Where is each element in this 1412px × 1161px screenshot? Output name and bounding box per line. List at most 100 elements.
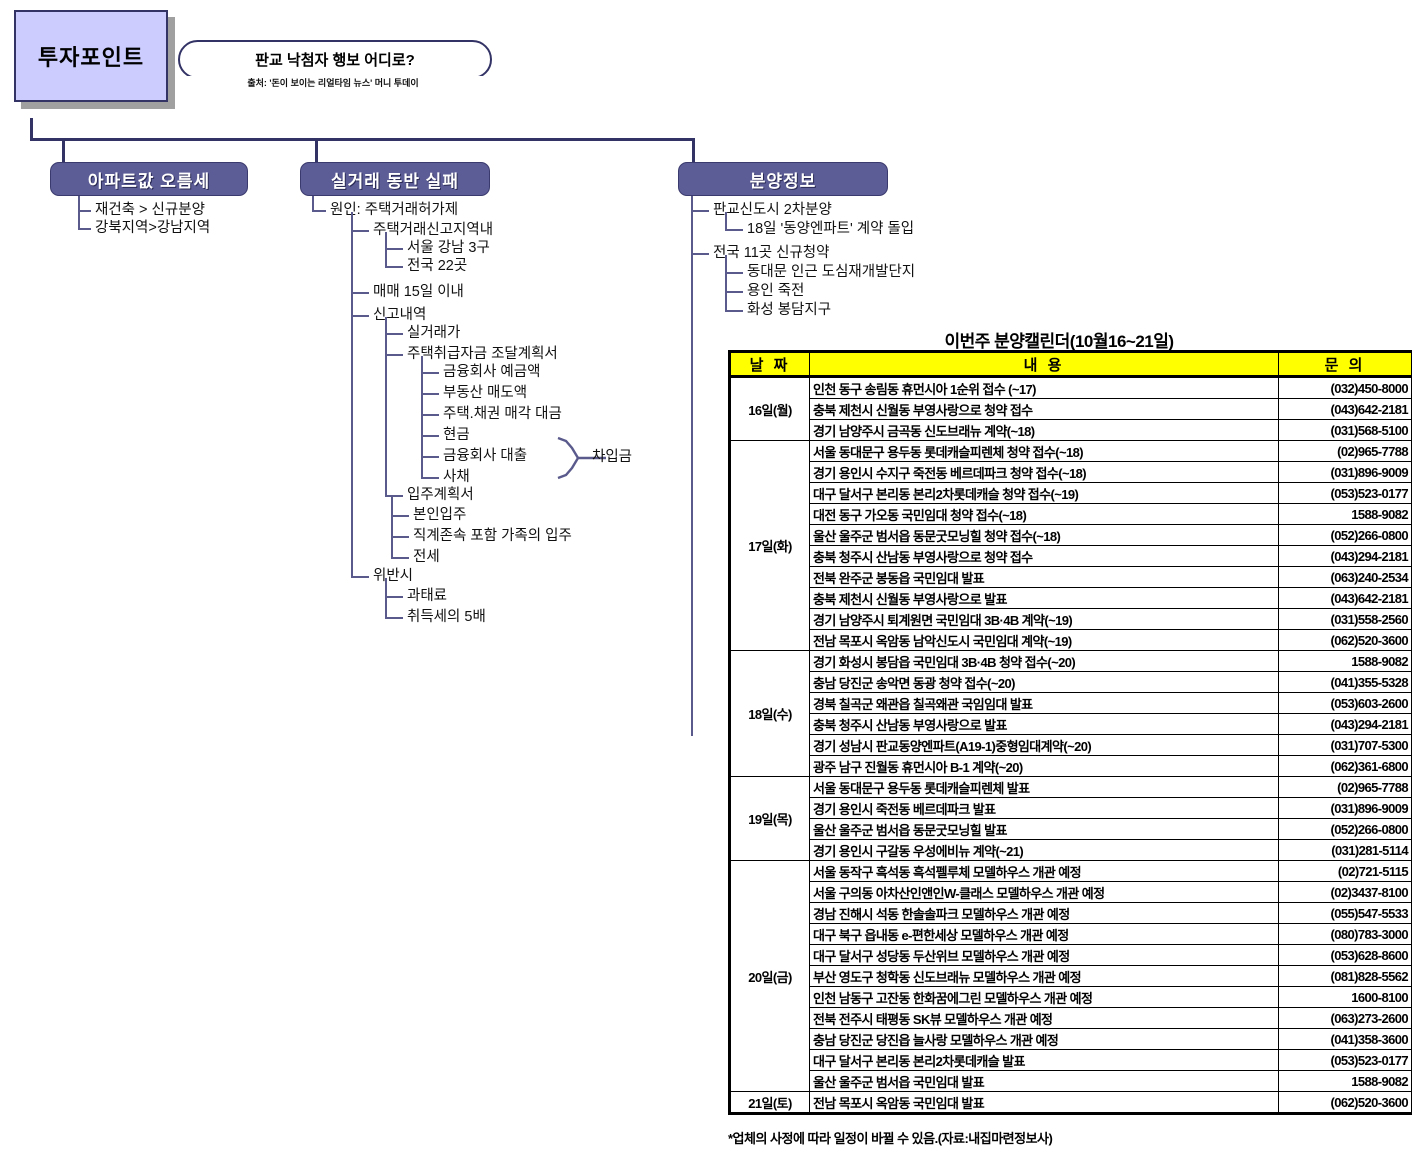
node-apt-price[interactable]: 아파트값 오름세 <box>50 162 248 196</box>
table-row: 부산 영도구 청학동 신도브래뉴 모델하우스 개관 예정(081)828-556… <box>730 965 1412 987</box>
calendar-footnote: *업체의 사정에 따라 일정이 바뀔 수 있음.(자료:내집마련정보사) <box>728 1131 1053 1146</box>
si-tick-e <box>725 291 743 293</box>
cell-tel: (041)358-3600 <box>1278 1028 1412 1050</box>
headline-source: 출처: '돈이 보이는 리얼타임 뉴스' 머니 투데이 <box>178 76 488 89</box>
rt-tick-l4-i <box>391 557 409 559</box>
drop-branch-1 <box>62 138 65 164</box>
cell-date: 17일(화) <box>728 440 810 651</box>
rt-spine-6 <box>385 578 387 618</box>
rt-tick-l4-h <box>391 536 409 538</box>
table-row: 충북 제천시 신월동 부영사랑으로 발표(043)642-2181 <box>730 587 1412 609</box>
table-row: 대구 달서구 성당동 두산위브 모델하우스 개관 예정(053)628-8600 <box>730 944 1412 966</box>
cell-tel: (043)642-2181 <box>1278 398 1412 420</box>
node-real-trade-label: 실거래 동반 실패 <box>331 171 459 191</box>
cell-tel: (063)240-2534 <box>1278 566 1412 588</box>
si-spine-0 <box>691 196 693 736</box>
cell-tel: (02)3437-8100 <box>1278 881 1412 903</box>
rt-tick-0 <box>312 210 326 212</box>
node-supply-info[interactable]: 분양정보 <box>678 162 888 196</box>
tree-item: 입주계획서 <box>407 487 474 503</box>
rt-tick-l4-b <box>421 393 439 395</box>
rt-tick-l3-b <box>385 266 403 268</box>
cell-content: 대구 달서구 성당동 두산위브 모델하우스 개관 예정 <box>809 944 1279 966</box>
table-row: 전북 완주군 봉동읍 국민임대 발표(063)240-2534 <box>730 566 1412 588</box>
rt-tick-l4-c <box>421 414 439 416</box>
table-row: 서울 구의동 아차산인앤인W-클래스 모델하우스 개관 예정(02)3437-8… <box>730 881 1412 903</box>
headline-pill: 판교 낙첨자 행보 어디로? <box>178 40 492 79</box>
cell-content: 경남 진해시 석동 한솔솔파크 모델하우스 개관 예정 <box>809 902 1279 924</box>
cell-tel: (032)450-8000 <box>1278 376 1412 399</box>
tree-item: 주택취급자금 조달계획서 <box>407 346 558 362</box>
cell-content: 경기 용인시 수지구 죽전동 베르데파크 청약 접수(~18) <box>809 461 1279 483</box>
cell-tel: 1588-9082 <box>1278 503 1412 525</box>
cell-content: 광주 남구 진월동 휴먼시아 B-1 계약(~20) <box>809 755 1279 777</box>
rt-tick-l4-a <box>421 372 439 374</box>
si-tick-f <box>725 310 743 312</box>
rt-tick-l3-c <box>385 333 403 335</box>
cell-content: 경기 용인시 구갈동 우성에비뉴 계약(~21) <box>809 839 1279 861</box>
cell-tel: 1600-8100 <box>1278 986 1412 1008</box>
cell-content: 경기 용인시 죽전동 베르데파크 발표 <box>809 797 1279 819</box>
cell-tel: (081)828-5562 <box>1278 965 1412 987</box>
rt-tick-l3-f <box>385 596 403 598</box>
si-tick-a <box>691 210 709 212</box>
rt-tick-l3-g <box>385 617 403 619</box>
rt-spine-1 <box>351 212 353 576</box>
si-tick-b <box>725 229 743 231</box>
table-row: 경기 남양주시 금곡동 신도브래뉴 계약(~18)(031)568-5100 <box>730 419 1412 441</box>
tree-item: 부동산 매도액 <box>443 385 528 401</box>
rt-tick-l4-g <box>391 515 409 517</box>
cell-content: 충남 당진군 송악면 동광 청약 접수(~20) <box>809 671 1279 693</box>
cell-tel: (02)965-7788 <box>1278 440 1412 462</box>
table-row: 경기 용인시 구갈동 우성에비뉴 계약(~21)(031)281-5114 <box>730 839 1412 861</box>
page-title-box: 투자포인트 <box>14 10 168 102</box>
cell-content: 대구 달서구 본리동 본리2차롯데캐슬 청약 접수(~19) <box>809 482 1279 504</box>
calendar-title: 이번주 분양캘린더(10월16~21일) <box>944 332 1174 351</box>
calendar-table: 날 짜 내 용 문 의 16일(월)인천 동구 송림동 휴먼시아 1순위 접수 … <box>728 350 1412 1115</box>
table-row: 20일(금)서울 동작구 흑석동 흑석펠루체 모델하우스 개관 예정(02)72… <box>728 860 1412 1092</box>
column-header-date: 날 짜 <box>728 350 810 378</box>
apt-tick-1 <box>78 210 91 212</box>
table-row: 충남 당진군 당진읍 늘사랑 모델하우스 개관 예정(041)358-3600 <box>730 1028 1412 1050</box>
rt-tick-l2-d <box>351 576 369 578</box>
cell-date: 20일(금) <box>728 860 810 1092</box>
si-spine-1 <box>725 212 727 230</box>
rt-tick-l3-a <box>385 248 403 250</box>
cell-content: 대전 동구 가오동 국민임대 청약 접수(~18) <box>809 503 1279 525</box>
cell-content: 충북 제천시 신월동 부영사랑으로 청약 접수 <box>809 398 1279 420</box>
cell-tel: (031)558-2560 <box>1278 608 1412 630</box>
tree-item: 금융회사 예금액 <box>443 364 541 380</box>
table-row: 경북 칠곡군 왜관읍 칠곡왜관 국임임대 발표(053)603-2600 <box>730 692 1412 714</box>
table-row: 울산 울주군 범서읍 동문굿모닝힐 발표(052)266-0800 <box>730 818 1412 840</box>
table-row: 광주 남구 진월동 휴먼시아 B-1 계약(~20)(062)361-6800 <box>730 755 1412 777</box>
cell-tel: (053)523-0177 <box>1278 1049 1412 1071</box>
table-row: 21일(토)전남 목포시 옥암동 국민임대 발표(062)520-3600 <box>728 1091 1412 1115</box>
cell-tel: (043)642-2181 <box>1278 587 1412 609</box>
tree-item: 주택.채권 매각 대금 <box>443 406 562 422</box>
tree-item: 전국 22곳 <box>407 258 468 274</box>
table-row: 전북 전주시 태평동 SK뷰 모델하우스 개관 예정(063)273-2600 <box>730 1007 1412 1029</box>
drop-branch-2 <box>315 138 318 164</box>
cell-tel: (031)896-9009 <box>1278 797 1412 819</box>
rt-tick-l2-b <box>351 292 369 294</box>
tree-item: 화성 봉담지구 <box>747 302 832 318</box>
rt-tick-l2-a <box>351 230 369 232</box>
si-tick-c <box>691 253 709 255</box>
cell-tel: (063)273-2600 <box>1278 1007 1412 1029</box>
si-tick-d <box>725 272 743 274</box>
table-row: 17일(화)서울 동대문구 용두동 롯데캐슬피렌체 청약 접수(~18)(02)… <box>728 440 1412 651</box>
table-row: 대구 달서구 본리동 본리2차롯데캐슬 청약 접수(~19)(053)523-0… <box>730 482 1412 504</box>
headline-text: 판교 낙첨자 행보 어디로? <box>255 52 415 69</box>
calendar-body: 16일(월)인천 동구 송림동 휴먼시아 1순위 접수 (~17)(032)45… <box>728 376 1412 1115</box>
table-row: 18일(수)경기 화성시 봉담읍 국민임대 3B·4B 청약 접수(~20)15… <box>728 650 1412 777</box>
cell-tel: (062)520-3600 <box>1278 1091 1412 1115</box>
cell-content: 전남 목포시 옥암동 국민임대 발표 <box>809 1091 1279 1115</box>
calendar-head: 날 짜 내 용 문 의 <box>728 350 1412 378</box>
calendar-header-row: 날 짜 내 용 문 의 <box>728 350 1412 378</box>
cell-content: 경기 화성시 봉담읍 국민임대 3B·4B 청약 접수(~20) <box>809 650 1279 672</box>
tree-item: 취득세의 5배 <box>407 609 486 625</box>
tree-item: 매매 15일 이내 <box>373 284 464 300</box>
node-real-trade[interactable]: 실거래 동반 실패 <box>300 162 490 196</box>
tree-item: 재건축 > 신규분양 <box>95 202 205 218</box>
cell-content: 서울 동대문구 용두동 롯데캐슬피렌체 발표 <box>809 776 1279 798</box>
